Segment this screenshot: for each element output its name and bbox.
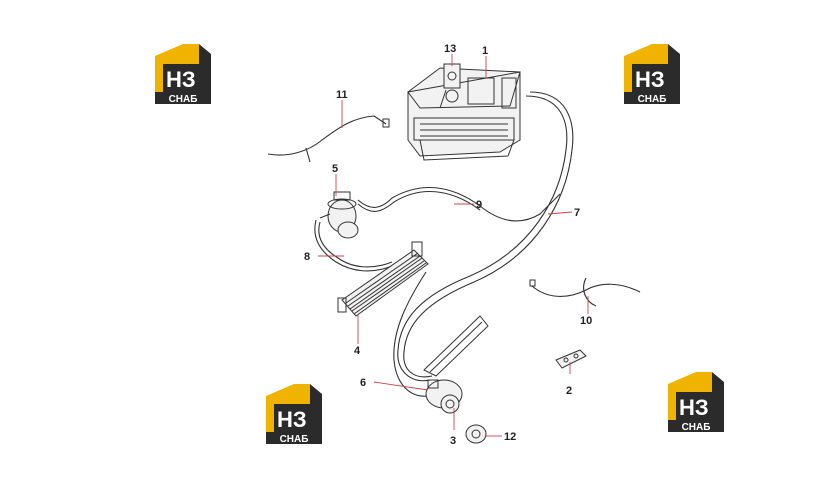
callout-5: 5 (332, 163, 338, 175)
brand-logo: НЗ СНАБ (624, 44, 680, 105)
hose-8-part (314, 219, 411, 272)
logo-caption: СНАБ (169, 94, 198, 105)
cable-10-part (531, 283, 641, 297)
valve-part (439, 63, 461, 109)
logo-caption: СНАБ (280, 434, 309, 445)
callout-13: 13 (444, 43, 456, 55)
logo-letters: НЗ (635, 67, 665, 92)
logo-caption: СНАБ (638, 94, 667, 105)
logo-letters: НЗ (679, 395, 709, 420)
brand-logo: НЗ СНАБ (668, 372, 724, 433)
callout-1: 1 (482, 45, 488, 57)
callout-10: 10 (580, 315, 592, 327)
drive-belt-part (423, 315, 489, 377)
hose-6-part (393, 271, 429, 397)
condenser-part (337, 241, 429, 317)
hose-7-part (397, 95, 568, 382)
callout-8: 8 (304, 251, 310, 263)
callout-9: 9 (476, 199, 482, 211)
logo-letters: НЗ (166, 67, 196, 92)
callout-4: 4 (354, 345, 361, 357)
logo-letters: НЗ (277, 407, 307, 432)
callout-2: 2 (566, 385, 572, 397)
callout-6: 6 (360, 377, 366, 389)
callout-3: 3 (450, 435, 456, 447)
bracket-part (555, 349, 587, 369)
compressor-part (425, 379, 463, 414)
brand-logo: НЗ СНАБ (266, 384, 322, 445)
hose-9-part (357, 187, 561, 222)
pulley-part (465, 424, 487, 444)
brand-logo: НЗ СНАБ (155, 44, 211, 105)
callout-11: 11 (336, 89, 348, 101)
logo-caption: СНАБ (682, 422, 711, 433)
hvac-unit-part (407, 67, 521, 161)
callout-12: 12 (504, 431, 516, 443)
receiver-drier-part (319, 191, 359, 239)
callout-7: 7 (574, 207, 580, 219)
cable-harness-part (267, 115, 387, 156)
